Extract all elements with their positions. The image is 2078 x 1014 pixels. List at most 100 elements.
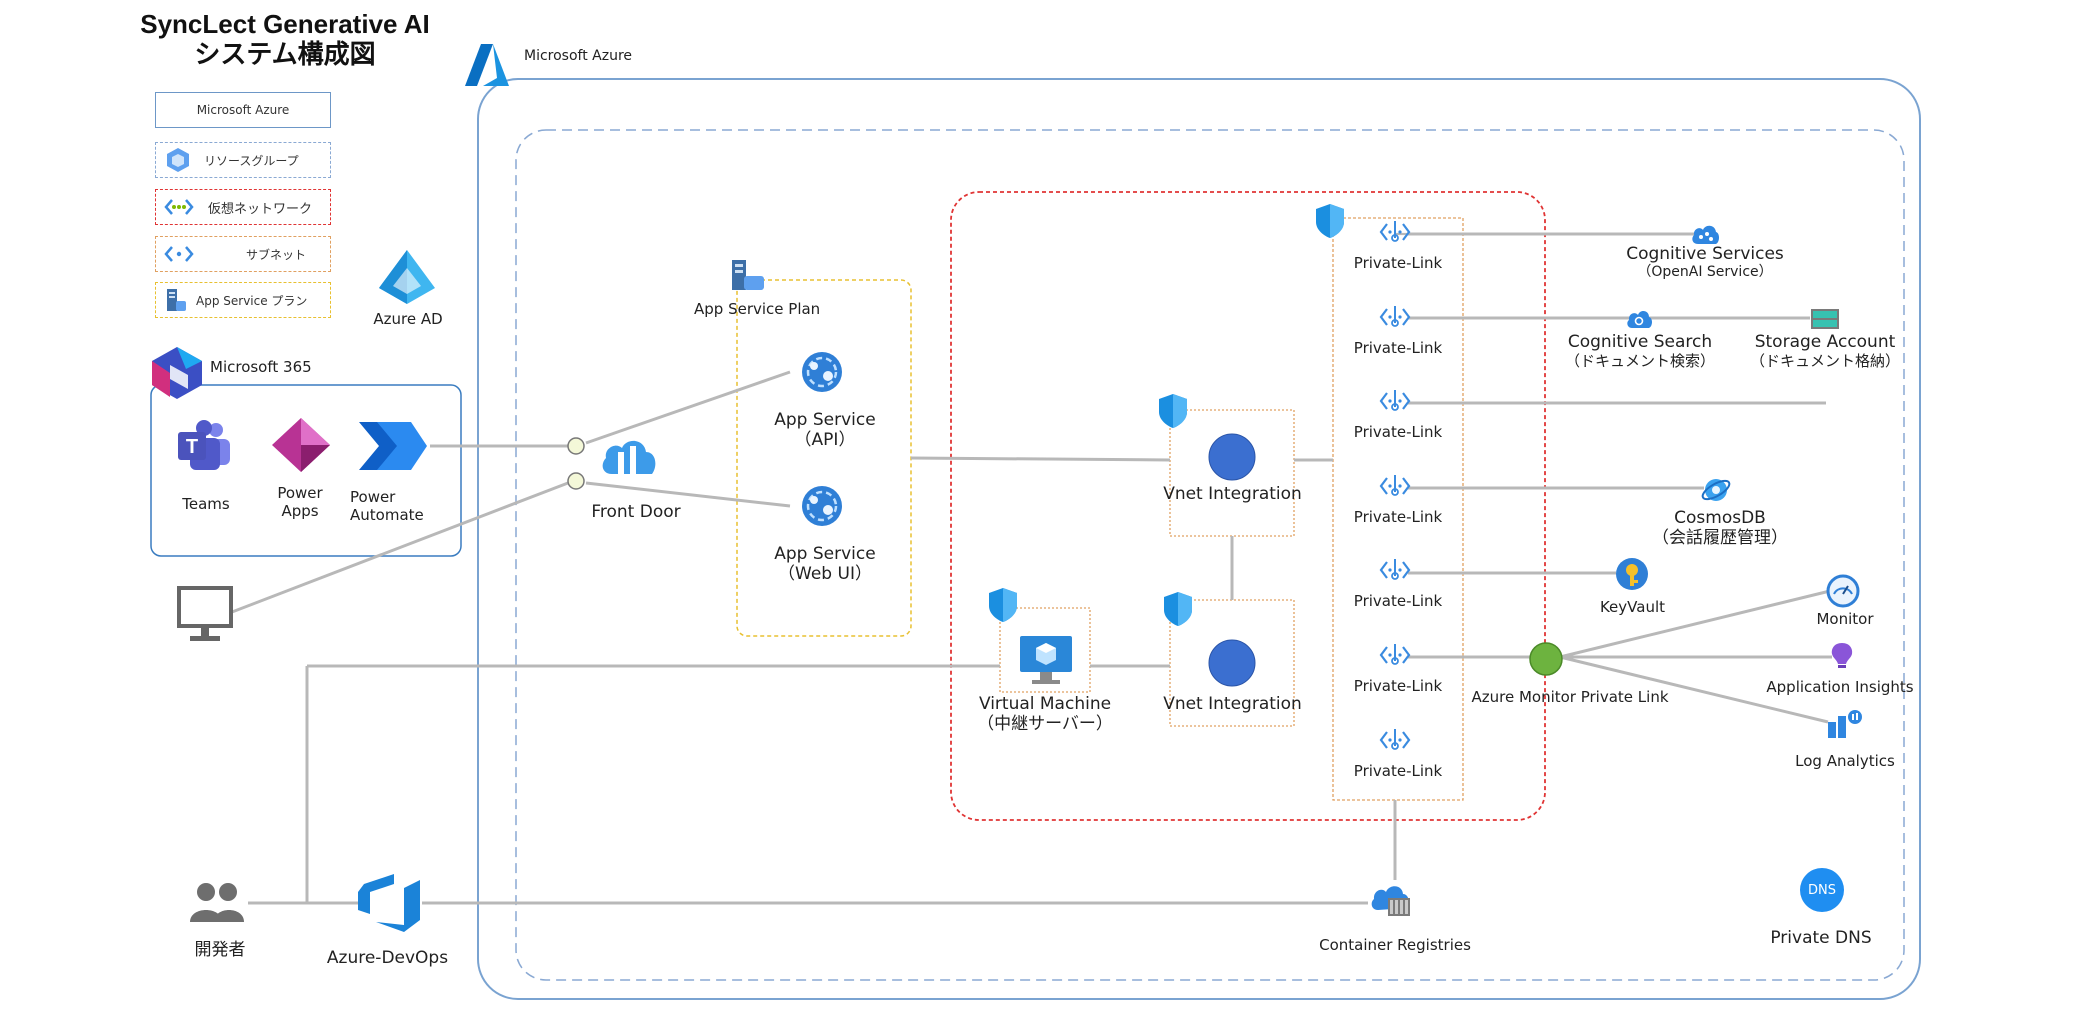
app-service-web-label-line2: （Web UI） [778, 564, 872, 585]
teams-icon: T [178, 420, 230, 470]
azure-ad-icon [379, 250, 435, 304]
app-service-web-label: App Service （Web UI） [755, 544, 895, 585]
azure-label: Microsoft Azure [524, 48, 633, 64]
vnet-integration-2-icon [1208, 639, 1256, 687]
power-apps-label-line1: Power [277, 484, 323, 502]
cognitive-services-label-line2: （OpenAI Service） [1637, 264, 1773, 281]
teams-label: Teams [182, 495, 230, 513]
container-registries-label: Container Registries [1319, 936, 1471, 954]
private-link-subnet [1332, 217, 1464, 801]
cosmosdb-label-line1: CosmosDB [1674, 508, 1766, 528]
virtual-machine-label-line1: Virtual Machine [978, 694, 1112, 714]
container-registries-icon [1371, 886, 1410, 916]
keyvault-icon [1616, 558, 1648, 590]
developer-label: 開発者 [194, 940, 246, 960]
azure-boundary [477, 78, 1921, 1000]
legend-vnet-label: 仮想ネットワーク [208, 201, 313, 217]
private-link-icon [1379, 475, 1411, 496]
app-service-web-label-line1: App Service [774, 544, 876, 564]
subnet-icon [164, 246, 194, 262]
azure-monitor-private-link-label: Azure Monitor Private Link [1471, 688, 1669, 706]
azure-devops-icon [358, 874, 420, 932]
private-link-label: Private-Link [1353, 339, 1443, 357]
app-service-api-label-line2: （API） [794, 430, 856, 451]
power-automate-label: Power Automate [350, 488, 424, 524]
cognitive-services-icon [1692, 225, 1719, 244]
nsg-shield-icon [1159, 394, 1187, 428]
cognitive-search-icon [1627, 311, 1652, 328]
private-link-label: Private-Link [1353, 677, 1443, 695]
cosmosdb-label: CosmosDB （会話履歴管理） [1640, 508, 1800, 549]
storage-account-label-line1: Storage Account [1754, 332, 1896, 352]
legend-subnet-label: サブネット [246, 247, 307, 262]
legend-vnet: 仮想ネットワーク [155, 189, 331, 225]
power-apps-label-line2: Apps [281, 502, 319, 520]
title-line-2: システム構成図 [194, 38, 376, 69]
vm-subnet [999, 607, 1091, 693]
azure-ad-label: Azure AD [373, 310, 443, 328]
nsg-shield-icon [1164, 592, 1192, 626]
diagram-title: SyncLect Generative AI システム構成図 [120, 9, 450, 70]
app-service-plan-label: App Service Plan [694, 300, 821, 318]
app-service-api-icon [802, 352, 842, 392]
cognitive-services-label: Cognitive Services （OpenAI Service） [1620, 244, 1790, 281]
power-automate-label-line1: Power [350, 488, 396, 506]
vnet-boundary [950, 191, 1546, 821]
app-service-api-label-line1: App Service [774, 410, 876, 430]
legend-azure-label: Microsoft Azure [196, 103, 290, 117]
monitor-label: Monitor [1816, 610, 1874, 628]
legend-resource-group-label: リソースグループ [204, 153, 299, 168]
azure-logo-icon [465, 44, 509, 86]
microsoft-365-icon [152, 347, 202, 399]
private-link-icon [1379, 644, 1411, 665]
private-link-label: Private-Link [1353, 254, 1443, 272]
resource-group-icon [167, 148, 189, 172]
cognitive-search-label: Cognitive Search （ドキュメント検索） [1560, 332, 1720, 370]
app-service-plan-icon [167, 289, 186, 311]
front-door-connector-top [567, 437, 585, 455]
resource-group-boundary [515, 129, 1905, 981]
app-service-web-icon [802, 486, 842, 526]
storage-account-icon [1811, 309, 1839, 329]
virtual-machine-label-line2: （中継サーバー） [977, 714, 1113, 735]
nsg-shield-icon [989, 588, 1017, 622]
m365-box [150, 384, 462, 557]
vnet-integration-2-label: Vnet Integration [1163, 694, 1302, 714]
private-link-label: Private-Link [1353, 762, 1443, 780]
nsg-shield-icon [1316, 204, 1344, 238]
legend-subnet: サブネット [155, 236, 331, 272]
cognitive-services-label-line1: Cognitive Services [1626, 244, 1784, 264]
cognitive-search-label-line1: Cognitive Search [1567, 332, 1713, 352]
azure-devops-label: Azure-DevOps [326, 948, 449, 968]
cosmosdb-icon [1701, 479, 1731, 501]
private-link-label: Private-Link [1353, 592, 1443, 610]
front-door-connector-bottom [567, 472, 585, 490]
private-link-icon [1379, 559, 1411, 580]
private-dns-label: Private DNS [1770, 928, 1872, 948]
m365-title: Microsoft 365 [210, 358, 312, 376]
private-link-icon [1379, 390, 1411, 411]
private-link-icon [1379, 221, 1411, 242]
developer-users-icon [190, 883, 244, 922]
legend-resource-group: リソースグループ [155, 142, 331, 178]
keyvault-label: KeyVault [1599, 598, 1666, 616]
monitor-gauge-icon [1826, 574, 1860, 608]
title-line-1: SyncLect Generative AI [140, 9, 430, 39]
legend-app-service-plan-label: App Service プラン [196, 293, 308, 308]
private-link-label: Private-Link [1353, 423, 1443, 441]
power-apps-label: Power Apps [260, 484, 340, 520]
legend-azure: Microsoft Azure [155, 92, 331, 128]
svg-text:T: T [186, 436, 198, 458]
private-dns-icon: DNS [1800, 868, 1844, 912]
front-door-icon [602, 440, 656, 478]
power-apps-icon [272, 418, 330, 472]
cognitive-search-label-line2: （ドキュメント検索） [1564, 352, 1715, 371]
client-monitor-icon [177, 586, 233, 641]
vnet-integration-1-label: Vnet Integration [1163, 484, 1302, 504]
virtual-machine-label: Virtual Machine （中継サーバー） [970, 694, 1120, 735]
private-link-icon [1379, 729, 1411, 750]
power-automate-label-line2: Automate [350, 506, 424, 524]
azure-monitor-private-link-node [1529, 642, 1563, 676]
